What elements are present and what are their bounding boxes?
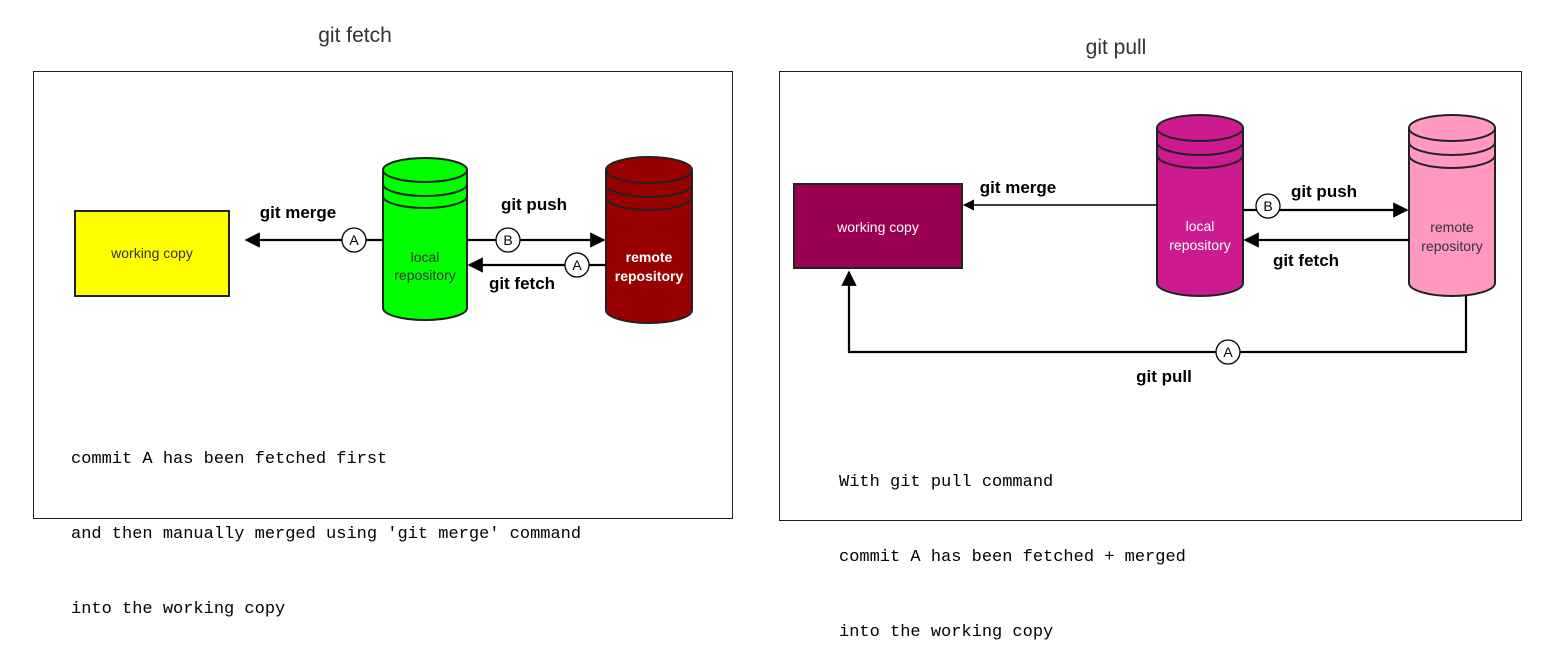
pull-merge-label: git merge <box>980 178 1057 197</box>
fetch-local-repo-line2: repository <box>394 267 455 283</box>
pull-working-copy: working copy <box>793 183 963 269</box>
pull-pull-commit-label: A <box>1223 344 1233 360</box>
pull-panel-title: git pull <box>1085 36 1147 59</box>
fetch-fetch-commit-badge: A <box>564 252 590 278</box>
fetch-fetch-commit-label: A <box>572 257 582 273</box>
fetch-description-line: into the working copy <box>71 600 286 619</box>
fetch-push-commit-label: B <box>503 232 512 248</box>
fetch-merge-label: git merge <box>260 203 337 222</box>
diagram-canvas: working copy local repository remote rep… <box>74 114 1496 386</box>
pull-description: With git pull command commit A has been … <box>839 420 1186 670</box>
fetch-working-copy: working copy <box>74 210 230 297</box>
pull-fetch-label: git fetch <box>1273 251 1339 270</box>
pull-push-label: git push <box>1291 182 1357 201</box>
fetch-working-copy-label: working copy <box>110 245 193 261</box>
fetch-local-repository: local repository <box>382 157 468 321</box>
pull-pull-label: git pull <box>1136 367 1192 386</box>
pull-push-commit-label: B <box>1263 198 1272 214</box>
fetch-panel-title: git fetch <box>318 24 392 47</box>
pull-pull-commit-badge: A <box>1215 339 1241 365</box>
fetch-description-line: and then manually merged using 'git merg… <box>71 525 582 544</box>
fetch-description: commit A has been fetched first and then… <box>71 397 581 647</box>
pull-local-repo-line1: local <box>1186 218 1215 234</box>
fetch-remote-repository: remote repository <box>605 156 693 324</box>
fetch-merge-commit-label: A <box>349 232 359 248</box>
pull-remote-repository: remote repository <box>1408 114 1496 297</box>
fetch-remote-repo-line2: repository <box>615 268 684 284</box>
fetch-push-label: git push <box>501 195 567 214</box>
pull-description-line: With git pull command <box>839 473 1054 492</box>
pull-local-repository: local repository <box>1156 114 1244 297</box>
fetch-description-line: commit A has been fetched first <box>71 450 388 469</box>
fetch-local-repo-line1: local <box>411 249 440 265</box>
pull-description-line: into the working copy <box>839 623 1054 642</box>
pull-push-commit-badge: B <box>1255 193 1281 219</box>
pull-remote-repo-line1: remote <box>1430 219 1474 235</box>
fetch-remote-repo-line1: remote <box>626 249 673 265</box>
pull-working-copy-label: working copy <box>836 219 919 235</box>
fetch-fetch-label: git fetch <box>489 274 555 293</box>
fetch-push-commit-badge: B <box>495 227 521 253</box>
pull-description-line: commit A has been fetched + merged <box>839 548 1186 567</box>
pull-local-repo-line2: repository <box>1169 237 1230 253</box>
pull-remote-repo-line2: repository <box>1421 238 1482 254</box>
pull-panel-frame <box>779 71 1522 521</box>
fetch-merge-commit-badge: A <box>341 227 367 253</box>
pull-pull-arrow <box>841 270 1468 354</box>
